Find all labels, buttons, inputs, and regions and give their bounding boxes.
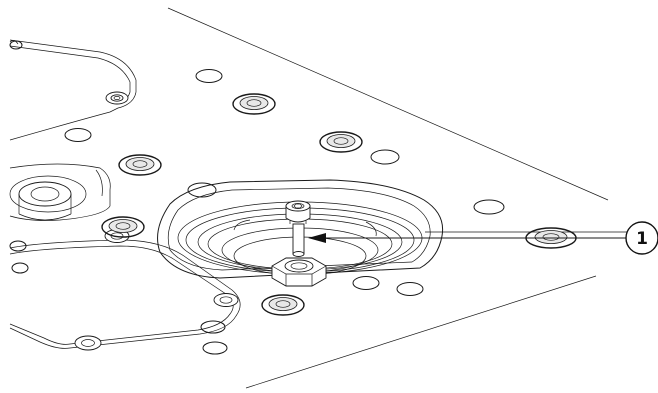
cover-screw-lower-right [213, 293, 239, 307]
hex-nut [271, 257, 327, 287]
left-boss [9, 163, 111, 221]
plate-outline [167, 7, 640, 389]
counterbored-screw-3 [118, 154, 162, 176]
counterbored-screw-2 [319, 131, 363, 153]
cover-screw-upper-left [105, 91, 129, 105]
counterbored-screw-5 [261, 294, 305, 316]
counterbored-screw-4 [101, 216, 145, 238]
callout-bubble: 1 [625, 221, 658, 255]
plate-holes [9, 40, 505, 355]
counterbored-screw-1 [232, 93, 276, 115]
central-pocket [157, 179, 444, 279]
callout-number: 1 [636, 229, 648, 249]
cover-screw-bottom [74, 335, 102, 351]
socket-head-cap-screw [285, 200, 311, 257]
upper-left-cover [9, 39, 137, 141]
callout-leader [308, 233, 628, 243]
